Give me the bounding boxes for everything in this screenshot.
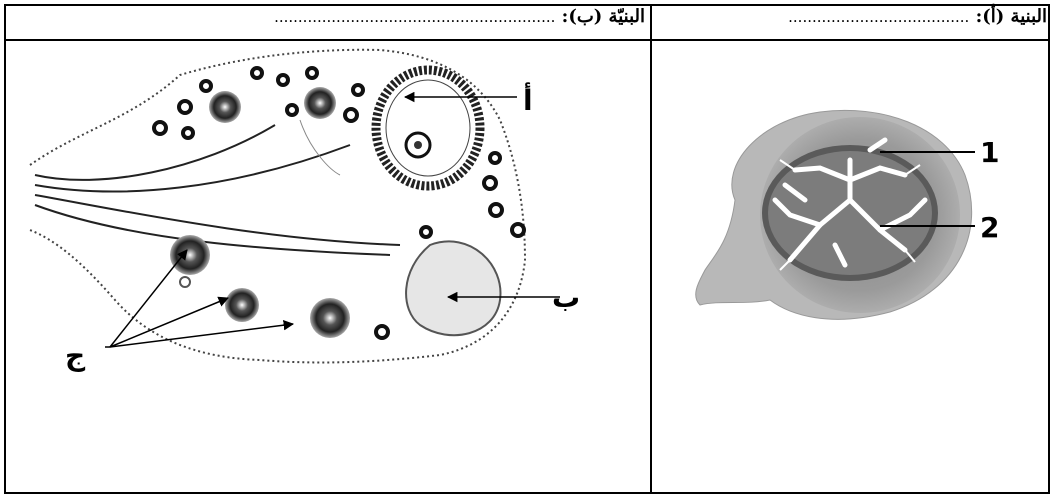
label-ba: ب (552, 281, 580, 314)
label-jim: ج (65, 339, 86, 373)
label-2: 2 (980, 211, 999, 244)
uterus-section-image (696, 110, 972, 319)
label-alef: أ (523, 82, 533, 117)
arrow-jim-1 (110, 250, 187, 347)
label-1: 1 (980, 136, 999, 169)
